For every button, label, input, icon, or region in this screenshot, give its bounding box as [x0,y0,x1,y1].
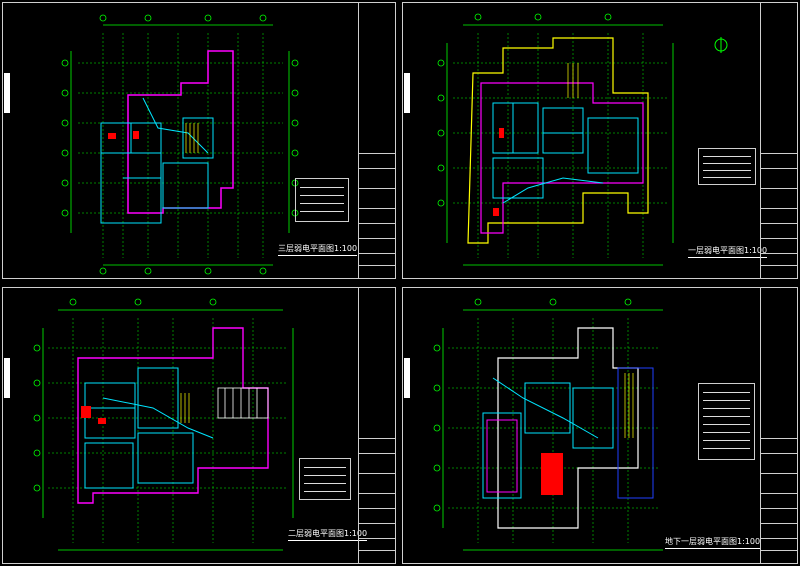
legend-table [295,178,349,222]
floor-plan-drawing [433,298,663,551]
title-block [760,3,797,278]
drawing-sheet-third-floor: 三层弱电平面图1:100 [2,2,396,279]
floor-plan-drawing [437,13,728,266]
binding-strip [404,358,410,398]
sheet-title: 一层弱电平面图1:100 [688,245,768,258]
floor-plan-drawing [33,298,294,551]
title-block [358,288,395,563]
drawing-sheet-first-floor: 一层弱电平面图1:100 [402,2,798,279]
sheet-title: 三层弱电平面图1:100 [278,243,358,256]
sheet-title: 二层弱电平面图1:100 [288,528,368,541]
drawing-sheet-basement: 地下一层弱电平面图1:100 [402,287,798,564]
legend-table [698,148,756,185]
sheet-title: 地下一层弱电平面图1:100 [665,536,761,549]
north-arrow-icon [714,37,728,53]
title-block [358,3,395,278]
floor-plan-drawing [61,14,299,275]
binding-strip [404,73,410,113]
binding-strip [4,358,10,398]
legend-table [698,383,755,460]
title-block [760,288,797,563]
binding-strip [4,73,10,113]
drawing-sheet-second-floor: 二层弱电平面图1:100 [2,287,396,564]
legend-table [299,458,351,500]
